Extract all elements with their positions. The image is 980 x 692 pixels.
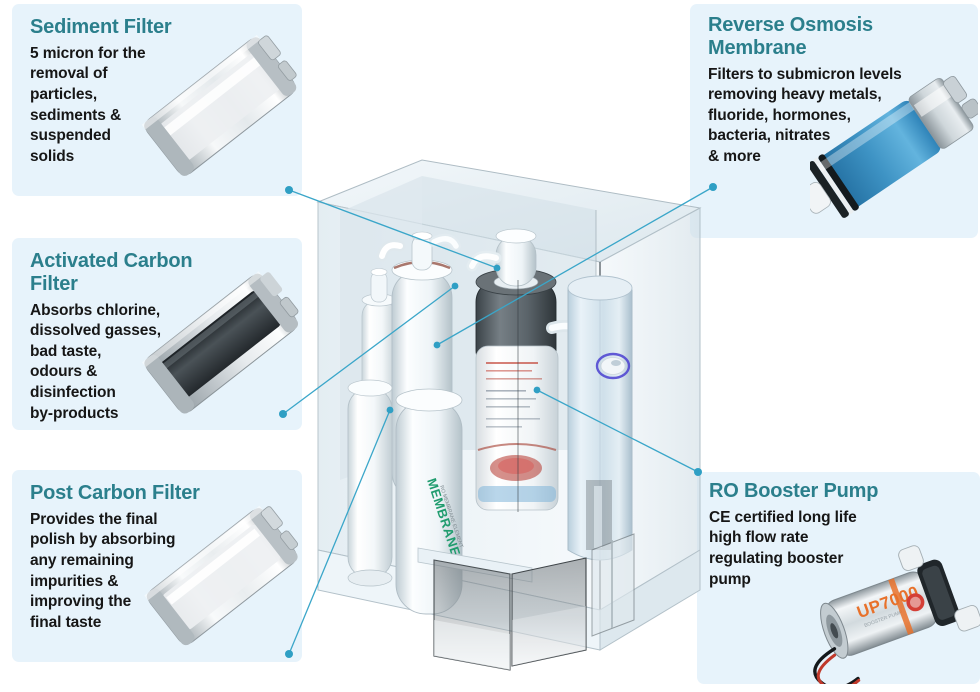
sediment-filter-cartridge-image — [141, 34, 297, 176]
panel-ro-booster-pump[interactable]: RO Booster Pump CE certified long life h… — [697, 472, 980, 684]
panel-sediment-filter[interactable]: Sediment Filter 5 micron for the removal… — [12, 4, 302, 196]
panel-sediment-title: Sediment Filter — [30, 16, 172, 38]
panel-activated-carbon-text: Activated Carbon Filter Absorbs chlorine… — [30, 250, 205, 424]
panel-post-carbon-text: Post Carbon Filter Provides the final po… — [30, 482, 210, 633]
panel-sediment-text: Sediment Filter 5 micron for the removal… — [30, 16, 190, 167]
reservoir-tanks — [417, 533, 635, 671]
panel-activated-carbon-title: Activated Carbon Filter — [30, 250, 193, 295]
ro-system-illustration: MEMBRANE RO MEMBRANE ELEMENT — [300, 150, 720, 680]
post-carbon-cartridge-image — [144, 505, 298, 646]
panel-booster-pump-text: RO Booster Pump CE certified long life h… — [709, 480, 909, 590]
panel-post-carbon-filter[interactable]: Post Carbon Filter Provides the final po… — [12, 470, 302, 662]
panel-reverse-osmosis-membrane[interactable]: Reverse Osmosis Membrane Filters to subm… — [690, 4, 978, 238]
ro-membrane-image — [810, 75, 978, 218]
panel-ro-membrane-text: Reverse Osmosis Membrane Filters to subm… — [708, 14, 933, 168]
panel-post-carbon-body: Provides the final polish by absorbing a… — [30, 510, 176, 631]
dispenser-column — [567, 275, 633, 561]
panel-ro-membrane-title: Reverse Osmosis Membrane — [708, 14, 873, 59]
panel-post-carbon-title: Post Carbon Filter — [30, 482, 200, 504]
panel-ro-membrane-body: Filters to submicron levels removing hea… — [708, 65, 902, 166]
panel-booster-pump-title: RO Booster Pump — [709, 480, 879, 502]
booster-pump-image: UP7000 BOOSTER PUMP — [813, 545, 980, 684]
panel-sediment-body: 5 micron for the removal of particles, s… — [30, 44, 146, 165]
panel-booster-pump-body: CE certified long life high flow rate re… — [709, 508, 857, 588]
ro-system-cutaway-svg: MEMBRANE RO MEMBRANE ELEMENT — [316, 159, 702, 671]
panel-activated-carbon-filter[interactable]: Activated Carbon Filter Absorbs chlorine… — [12, 238, 302, 430]
panel-activated-carbon-body: Absorbs chlorine, dissolved gasses, bad … — [30, 301, 161, 422]
activated-carbon-cartridge-image — [142, 271, 299, 414]
